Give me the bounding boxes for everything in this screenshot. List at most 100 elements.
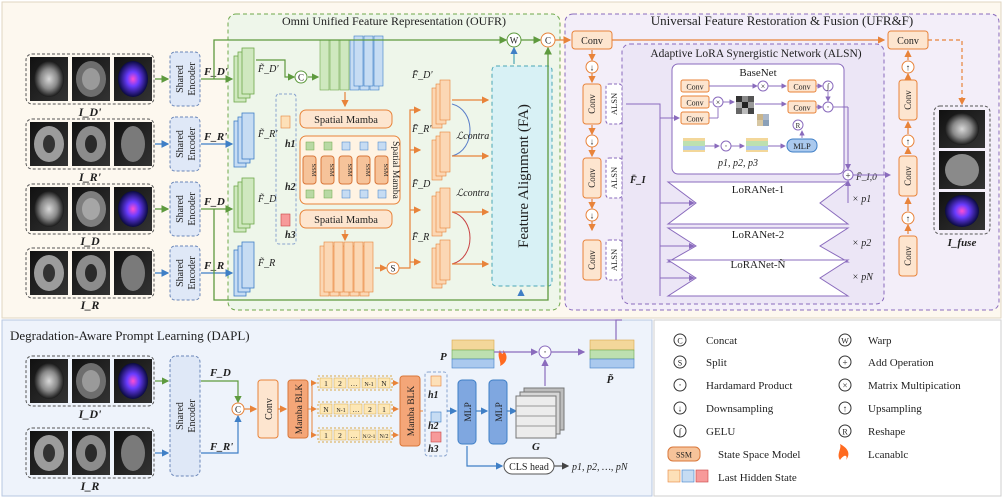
dapl-encoder-a: Shared: [175, 402, 186, 430]
dapl-encoder-b: Encoder: [187, 399, 198, 433]
legend-warp: Warp: [868, 335, 892, 347]
tilde-3: F̃_R: [257, 256, 275, 269]
basenet-params: · MLP: [683, 130, 818, 153]
legend-hadamard: Hardamard Product: [706, 380, 792, 392]
legend-split: Split: [706, 357, 727, 369]
enc-alsn-3: ALSN: [609, 249, 619, 271]
svg-text:C: C: [235, 405, 241, 415]
bar-3: F̄_R: [411, 231, 429, 243]
bn-conv-2: Conv: [686, 99, 703, 108]
cls-output: p1, p2, …, pN: [571, 462, 629, 473]
ssm-units: SSM SSM SSM SSM SSM: [302, 155, 389, 185]
legend-up: Upsampling: [868, 403, 922, 415]
split-node-s: S: [390, 264, 395, 274]
spatial-mamba-bottom-label: Spatial Mamba: [314, 215, 378, 226]
svg-text:↓: ↓: [590, 63, 595, 73]
seq3-2: …: [350, 431, 358, 440]
svg-text:↑: ↑: [906, 137, 911, 147]
loranet-2-label: LoRANet-2: [732, 229, 785, 241]
ssm-cells: [305, 141, 387, 199]
ssm-label-2: SSM: [346, 163, 353, 176]
svg-text:×: ×: [761, 82, 766, 91]
dapl-feature-0: F_D: [209, 367, 231, 379]
ssm-vertical-label: Spatial Mamba: [390, 141, 400, 200]
dapl-mlp-2-label: MLP: [495, 402, 505, 422]
feature-label-2: F_D: [203, 196, 225, 208]
svg-text:↓: ↓: [590, 137, 595, 147]
svg-text:∫: ∫: [826, 82, 830, 91]
loranets: [666, 181, 850, 297]
dapl-h2: h2: [428, 421, 439, 432]
attention-map-2: [757, 114, 769, 126]
h2-label: h2: [285, 182, 296, 193]
svg-text:∫: ∫: [678, 427, 683, 438]
legend-matmul: Matrix Multipication: [868, 380, 961, 392]
basenet-convs: Conv Conv Conv Conv Conv × × ∫ · R: [680, 79, 842, 131]
svg-text:×: ×: [716, 98, 721, 107]
f-i-label: F̄_I: [629, 175, 647, 186]
loranet-n-label: LoRANet-Ñ: [731, 259, 786, 271]
enc-conv-2: Conv: [587, 168, 597, 188]
legend-reshape: Reshape: [868, 426, 905, 438]
dapl-encoder: [169, 355, 201, 477]
svg-text:↑: ↑: [906, 63, 911, 73]
dapl-h3: h3: [428, 444, 439, 455]
seq1-3: N-1: [364, 382, 373, 388]
h1-label: h1: [285, 139, 296, 150]
tilde-2: F̃_D: [257, 192, 277, 205]
svg-text:·: ·: [678, 381, 681, 392]
contra-loss-top: ℒcontra: [456, 131, 489, 142]
bar-1: F̄_R': [411, 123, 432, 135]
seq1-0: 1: [324, 379, 328, 388]
svg-text:·: ·: [543, 348, 546, 359]
legend-ssm: State Space Model: [718, 449, 800, 461]
svg-text:↑: ↑: [843, 404, 848, 414]
enc-conv-1: Conv: [587, 94, 597, 114]
svg-text:S: S: [678, 359, 682, 368]
enc-alsn-1: ALSN: [609, 93, 619, 115]
legend-learnable: Lcanablc: [868, 449, 908, 461]
seq3-3: N/2-1: [363, 434, 376, 440]
feature-label-0: F_D': [203, 66, 228, 78]
svg-text:C: C: [677, 337, 682, 346]
spatial-mamba-top: [299, 109, 393, 129]
input-label-0: I_D': [78, 105, 102, 119]
svg-text:R: R: [796, 122, 801, 130]
dec-conv-2: Conv: [903, 166, 913, 186]
dapl-images: [25, 355, 155, 479]
ufrf-decoder: Conv ↑ Conv ↑ Conv ↑: [898, 49, 918, 277]
dapl-hidden-states: [424, 371, 448, 457]
legend-panel: [653, 319, 1002, 497]
dapl-feature-1: F_R': [209, 441, 233, 453]
svg-text:·: ·: [725, 141, 728, 151]
g-label: G: [532, 441, 540, 453]
dapl-input-label-1: I_R: [80, 479, 100, 493]
svg-text:W: W: [841, 337, 849, 346]
basenet-mlp-label: MLP: [793, 141, 811, 151]
legend-hidden-state: Last Hidden State: [718, 472, 797, 484]
attention-map: [736, 96, 754, 114]
dec-conv-3: Conv: [903, 246, 913, 266]
g-matrix: [515, 387, 565, 439]
shared-encoders: Shared Encoder Shared Encoder Shared Enc…: [169, 51, 201, 301]
dapl-mlp-1-label: MLP: [464, 402, 474, 422]
input-label-2: I_D: [79, 234, 100, 248]
seq2-0: N: [323, 405, 329, 414]
enc-conv-3: Conv: [587, 250, 597, 270]
prompt-P-tilde: [589, 339, 635, 369]
seq2-2: …: [352, 405, 360, 414]
bn-conv-3: Conv: [686, 115, 703, 124]
feature-stacks: [233, 47, 255, 297]
loranet-1-label: LoRANet-1: [732, 184, 785, 196]
dapl-conv-label: Conv: [264, 398, 275, 420]
encoder-text-a3: Shared: [175, 259, 186, 287]
svg-text:R: R: [842, 428, 848, 437]
hidden-state-stack-bottom: [319, 241, 374, 297]
encoder-text-b3: Encoder: [187, 256, 198, 290]
bar-0: F̄_D': [411, 69, 433, 81]
legend-ssm-sym: SSM: [676, 451, 692, 460]
dec-conv-1: Conv: [903, 90, 913, 110]
warp-node-w: W: [510, 36, 519, 46]
p-label: P: [440, 351, 447, 363]
bn-conv-4: Conv: [793, 83, 810, 92]
